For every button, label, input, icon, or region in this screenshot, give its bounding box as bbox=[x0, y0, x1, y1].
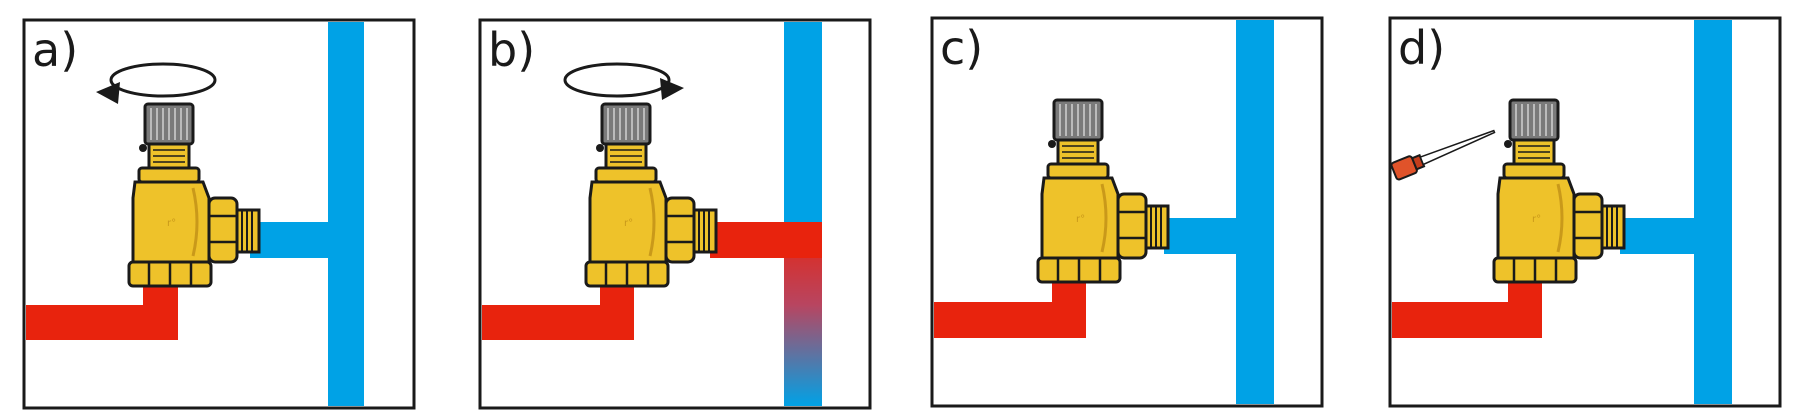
panel-d-label: d) bbox=[1398, 21, 1445, 75]
hot-water-pipe bbox=[1392, 280, 1542, 338]
cold-water-pipe bbox=[1694, 20, 1732, 404]
panel-a-label: a) bbox=[32, 23, 78, 77]
panel-c: c) bbox=[930, 16, 1324, 408]
hot-water-pipe bbox=[26, 282, 178, 340]
cold-water-branch bbox=[250, 222, 330, 258]
panel-d: d) bbox=[1388, 16, 1782, 408]
panel-a: a) bbox=[22, 18, 416, 410]
cold-water-pipe bbox=[328, 22, 364, 406]
cold-water-branch bbox=[1620, 218, 1696, 254]
hot-water-outlet bbox=[710, 222, 822, 258]
oil-dropper-icon bbox=[1390, 129, 1496, 181]
hot-water-pipe bbox=[934, 280, 1086, 338]
rotate-right-arrow-icon bbox=[563, 62, 684, 100]
panel-c-label: c) bbox=[940, 21, 983, 75]
hot-water-pipe bbox=[482, 282, 634, 340]
cold-water-pipe bbox=[1236, 20, 1274, 404]
cold-water-branch bbox=[1164, 218, 1238, 254]
rotate-left-arrow-icon bbox=[96, 62, 217, 104]
panel-b: b) bbox=[478, 18, 872, 410]
cold-water-pipe bbox=[784, 22, 822, 222]
panel-b-label: b) bbox=[488, 23, 535, 77]
